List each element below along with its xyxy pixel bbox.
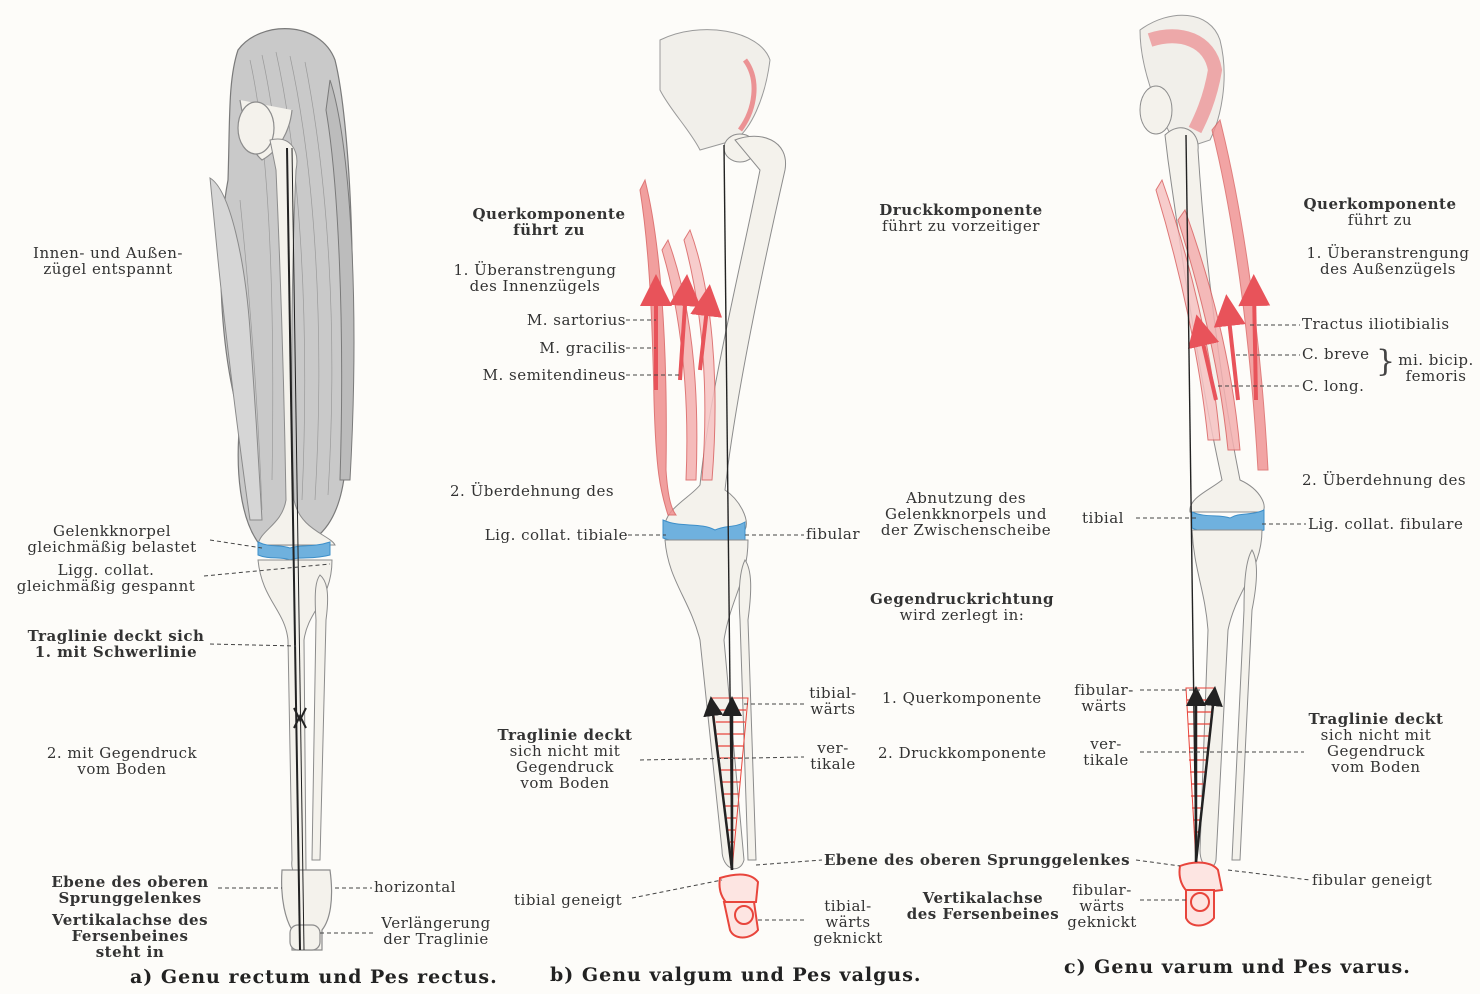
- label-semitendineus: M. semitendineus: [450, 367, 626, 383]
- label-ueberdehnung-c: 2. Überdehnung des: [1302, 472, 1466, 488]
- fibula-a: [312, 575, 328, 860]
- foot-c: [1179, 863, 1222, 926]
- label-c-breve: C. breve: [1302, 346, 1369, 362]
- label-sartorius: M. sartorius: [480, 312, 626, 328]
- leg-b: [640, 30, 786, 938]
- label-vertikale-b: ver-tikale: [800, 740, 866, 772]
- label-lig-fibulare: Lig. collat. fibulare: [1308, 516, 1463, 532]
- foot-b: [719, 875, 758, 938]
- label-druckkomponente-mid: 2. Druckkomponente: [878, 745, 1047, 761]
- label-tibial-c: tibial: [1082, 510, 1124, 526]
- label-fibular-b: fibular: [806, 526, 860, 542]
- label-lig-tibiale: Lig. collat. tibiale: [440, 527, 628, 543]
- label-tractus: Tractus iliotibialis: [1302, 316, 1450, 332]
- label-fibularwaerts: fibular-wärts: [1066, 682, 1142, 714]
- brace-icon: }: [1376, 342, 1396, 382]
- label-c-long: C. long.: [1302, 378, 1364, 394]
- leader-lines: [204, 320, 1310, 933]
- label-tibialwaerts: tibial-wärts: [800, 685, 866, 717]
- label-innen-aussen: Innen- und Außen-zügel entspannt: [20, 245, 196, 277]
- label-horizontal: horizontal: [374, 879, 456, 895]
- leg-a: [210, 29, 354, 950]
- label-vertikale-c: ver-tikale: [1072, 736, 1140, 768]
- caption-a: a) Genu rectum und Pes rectus.: [130, 966, 498, 988]
- label-ligg-collat: Ligg. collat.gleichmäßig gespannt: [8, 562, 204, 594]
- label-fibular-geneigt: fibular geneigt: [1312, 872, 1432, 888]
- label-mi-bicip: mi. bicip.femoris: [1394, 352, 1478, 384]
- caption-b: b) Genu valgum und Pes valgus.: [550, 964, 922, 986]
- caption-c: c) Genu varum und Pes varus.: [1064, 956, 1411, 978]
- leg-c: [1140, 15, 1268, 925]
- label-ebene-mid: Ebene des oberen Sprunggelenkes: [824, 852, 1130, 868]
- label-gracilis: M. gracilis: [480, 340, 626, 356]
- label-querkomponente-mid: 1. Querkomponente: [882, 690, 1042, 706]
- label-ueberdehnung-b: 2. Überdehnung des: [450, 483, 614, 499]
- label-tibial-geneigt: tibial geneigt: [514, 892, 622, 908]
- tibia-b: [665, 540, 748, 869]
